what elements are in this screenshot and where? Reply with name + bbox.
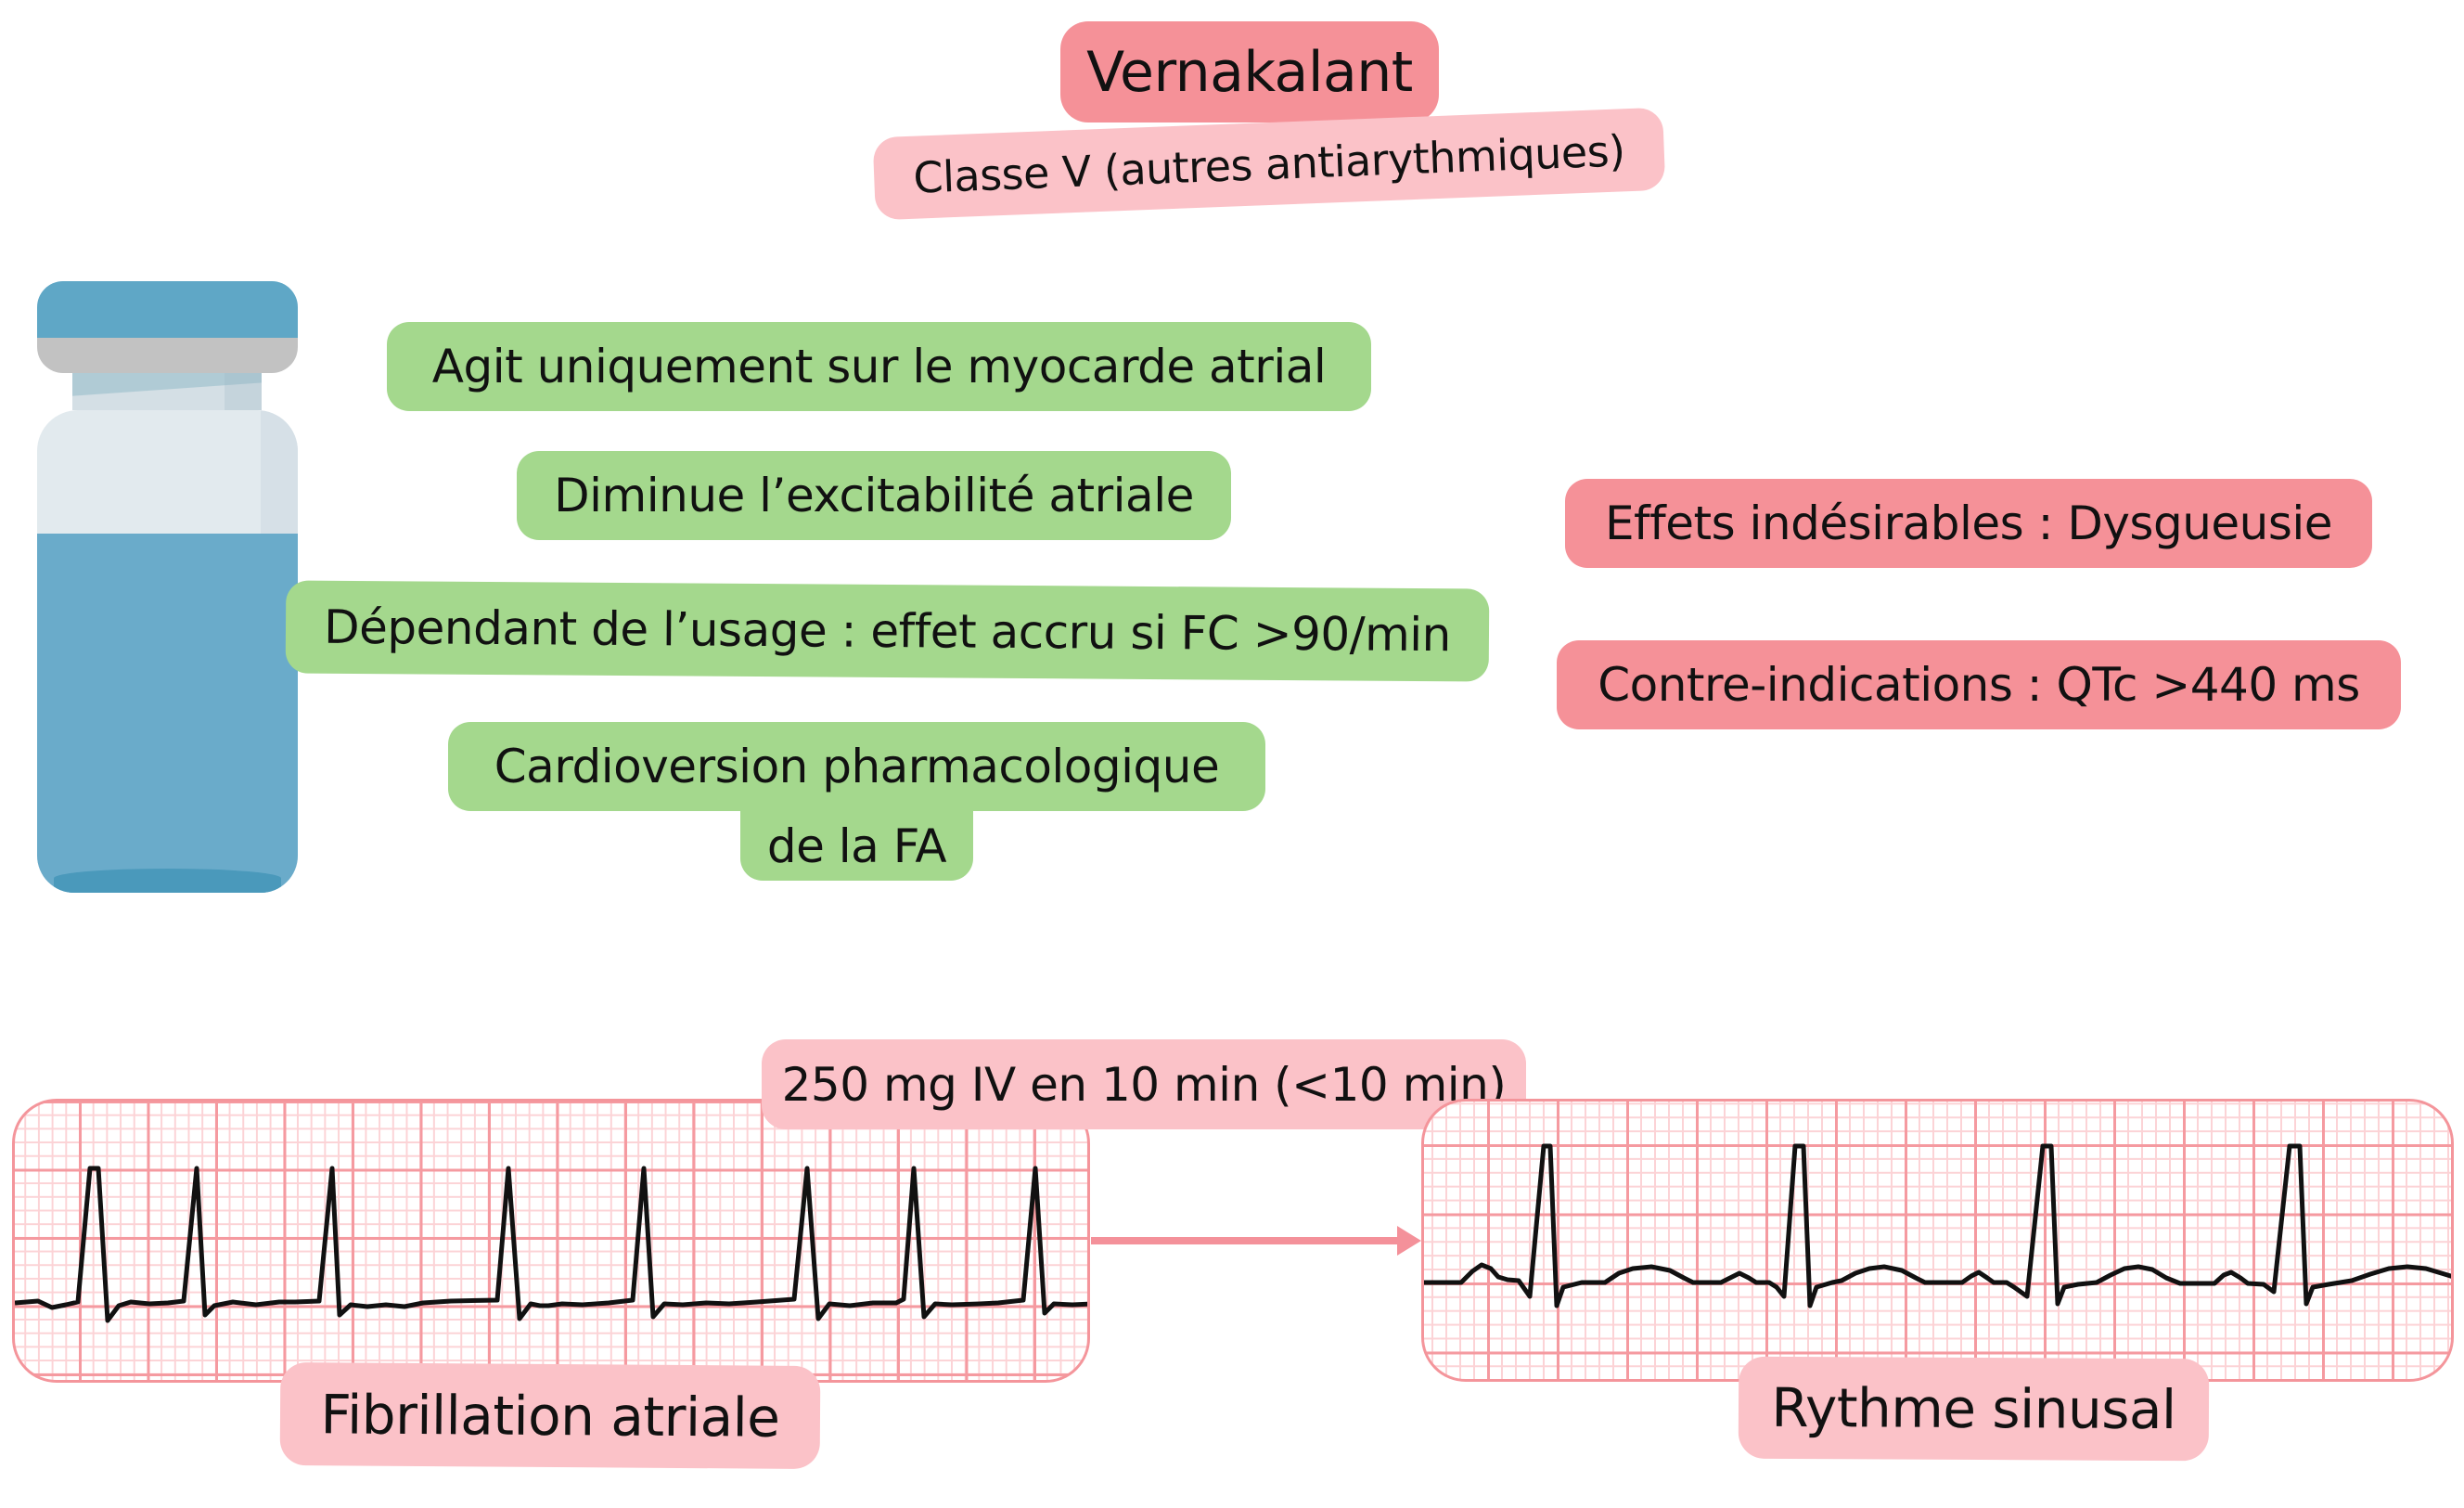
ecg-strip-atrial-fibrillation bbox=[12, 1099, 1090, 1383]
dose-label: 250 mg IV en 10 min (<10 min) bbox=[762, 1039, 1526, 1129]
vial-liquid bbox=[37, 534, 298, 893]
mechanism-item-indication: de la FA Cardioversion pharmacologique bbox=[448, 722, 1265, 881]
ecg-trace-sinus bbox=[1424, 1143, 2451, 1308]
adverse-effects-badge: Effets indésirables : Dysgueusie bbox=[1565, 479, 2372, 568]
arrow-right-icon bbox=[1091, 1237, 1403, 1244]
drug-class-text: Classe V (autres antiarythmiques) bbox=[912, 124, 1626, 203]
ecg-trace-af bbox=[15, 1166, 1087, 1323]
drug-title-text: Vernakalant bbox=[1086, 39, 1413, 105]
mechanism-text-line1-bg: Cardioversion pharmacologique bbox=[448, 722, 1265, 811]
mechanism-text-line2: de la FA bbox=[766, 818, 947, 873]
mechanism-text: Agit uniquement sur le myocarde atrial bbox=[431, 340, 1327, 393]
mechanism-item: Diminue l’excitabilité atriale bbox=[517, 451, 1231, 540]
arrow-head-icon bbox=[1397, 1226, 1421, 1256]
medicine-vial-icon bbox=[37, 281, 298, 894]
mechanism-item: Dépendant de l’usage : effet accru si FC… bbox=[285, 580, 1490, 682]
vial-cap-seal bbox=[37, 338, 298, 373]
mechanism-item: Agit uniquement sur le myocarde atrial bbox=[387, 322, 1371, 411]
mechanism-text: Dépendant de l’usage : effet accru si FC… bbox=[323, 599, 1452, 663]
sinus-rhythm-text: Rythme sinusal bbox=[1771, 1375, 2176, 1442]
sinus-rhythm-label: Rythme sinusal bbox=[1738, 1356, 2210, 1462]
vial-body bbox=[37, 410, 298, 893]
contraindications-text: Contre-indications : QTc >440 ms bbox=[1598, 658, 2360, 712]
adverse-effects-text: Effets indésirables : Dysgueusie bbox=[1604, 496, 2333, 550]
drug-title: Vernakalant bbox=[1060, 21, 1439, 122]
ecg-strip-sinus-rhythm bbox=[1421, 1099, 2454, 1382]
mechanism-text: Diminue l’excitabilité atriale bbox=[554, 469, 1194, 522]
mechanism-text-line1: Cardioversion pharmacologique bbox=[494, 740, 1220, 793]
contraindications-badge: Contre-indications : QTc >440 ms bbox=[1557, 640, 2401, 729]
dose-text: 250 mg IV en 10 min (<10 min) bbox=[781, 1057, 1507, 1112]
atrial-fibrillation-label: Fibrillation atriale bbox=[279, 1361, 821, 1470]
drug-class-badge: Classe V (autres antiarythmiques) bbox=[872, 107, 1666, 221]
vial-neck bbox=[72, 373, 262, 410]
vial-cap bbox=[37, 281, 298, 338]
atrial-fibrillation-text: Fibrillation atriale bbox=[320, 1382, 780, 1450]
